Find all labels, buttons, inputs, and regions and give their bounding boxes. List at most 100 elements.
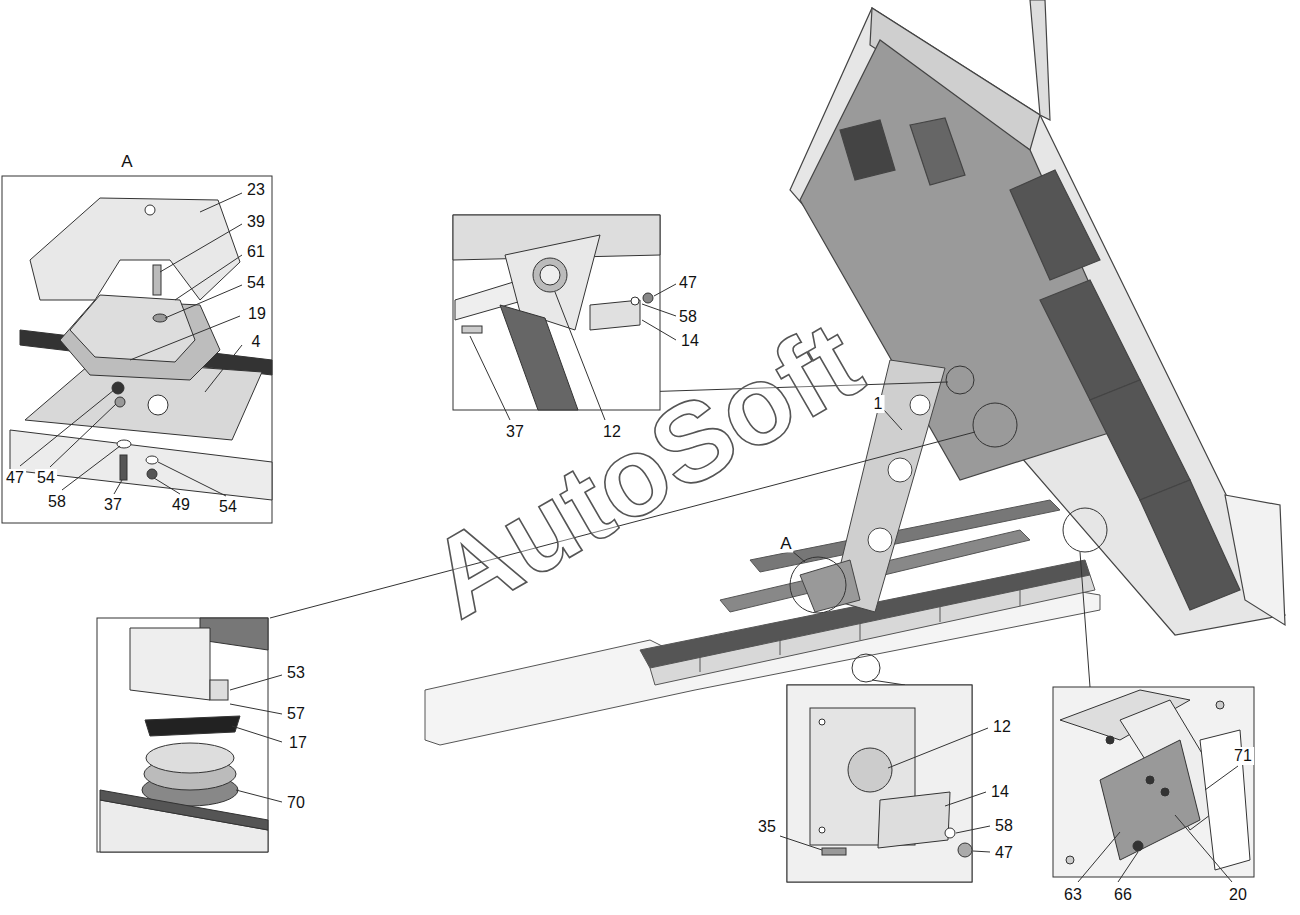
leader-lines <box>20 193 242 496</box>
inset-pin-part <box>945 828 955 838</box>
detail-circles-part <box>1063 508 1107 552</box>
detail-circles-part <box>973 403 1017 447</box>
leader-lines-part <box>1205 766 1238 790</box>
leader-lines-part <box>130 316 240 360</box>
leader-lines-part <box>1078 832 1120 882</box>
inset-a-part <box>115 397 125 407</box>
leader-lines-part <box>642 320 676 340</box>
leader-lines-part <box>1118 852 1138 882</box>
inset-pin-part <box>819 719 825 725</box>
detail-circles-part <box>852 654 880 682</box>
inset-pad-part <box>130 628 210 700</box>
callout-number: 54 <box>35 469 57 487</box>
watermark: AutoSoft <box>410 301 880 638</box>
inset-hinge-part <box>462 326 482 333</box>
dump-body-part <box>1040 280 1140 400</box>
lift-arm-part <box>800 560 860 612</box>
inset-rear-part <box>1216 701 1224 709</box>
callout-number: 66 <box>1112 886 1134 904</box>
dump-body-part <box>1030 0 1050 120</box>
callout-number: A <box>778 534 793 553</box>
callout-number: 47 <box>4 469 26 487</box>
inset-a-part <box>153 265 161 295</box>
detail-circles-part <box>946 366 974 394</box>
leader-lines-part <box>175 255 242 300</box>
callout-number: 49 <box>170 496 192 514</box>
inset-hinge-part <box>540 265 560 285</box>
callout-number: 61 <box>245 243 267 261</box>
inset-pad-part <box>145 716 240 736</box>
callout-number: 19 <box>246 305 268 323</box>
callout-number: 37 <box>102 496 124 514</box>
callout-number: 14 <box>989 783 1011 801</box>
inset-a-part <box>153 314 167 322</box>
inset-a-part <box>30 198 240 300</box>
callout-number: 58 <box>46 493 68 511</box>
leader-lines-part <box>956 826 990 833</box>
inset-a-part <box>112 382 124 394</box>
inset-rear-part <box>1100 740 1200 860</box>
callout-number: 37 <box>504 423 526 441</box>
dump-body-part <box>840 120 895 180</box>
leader-lines <box>1078 766 1238 882</box>
leader-lines-part <box>1175 815 1232 882</box>
leader-lines-part <box>642 304 676 316</box>
inset-hinge-part <box>643 293 653 303</box>
leader-lines-part <box>160 224 242 272</box>
callout-number: 47 <box>677 274 699 292</box>
leader-lines-part <box>654 284 676 296</box>
inset-pad-part <box>210 680 228 700</box>
leader-lines-part <box>158 462 226 496</box>
inset-rear <box>1053 687 1254 877</box>
inset-rear-part <box>1133 841 1143 851</box>
inset-rear-part <box>1053 687 1254 877</box>
callout-number: 58 <box>677 308 699 326</box>
chassis-frame-part <box>700 655 701 672</box>
leader-lines-part <box>236 790 282 802</box>
inset-pin-part <box>848 748 892 792</box>
callout-number: 54 <box>245 274 267 292</box>
inset-pin-part <box>787 685 972 882</box>
leader-lines <box>230 675 282 802</box>
inset-a-part <box>120 455 127 480</box>
inset-rear-part <box>1066 856 1074 864</box>
leader-lines-part <box>973 851 990 852</box>
leader-lines-part <box>230 675 282 690</box>
leader-lines-part <box>884 410 902 430</box>
inset-hinge-part <box>533 258 567 292</box>
leader-lines-part <box>20 390 114 466</box>
inset-hinge-part <box>453 215 660 410</box>
lift-arm-part <box>868 528 892 552</box>
inset-pin-part <box>958 843 972 857</box>
inset-pad <box>97 618 268 852</box>
leader-lines-part <box>154 478 180 494</box>
inset-pin <box>787 685 972 882</box>
inset-a-part <box>148 395 168 415</box>
inset-pin-part <box>819 827 825 833</box>
inset-pad-part <box>97 618 268 852</box>
leader-lines-part <box>232 726 282 742</box>
callout-number: 47 <box>993 844 1015 862</box>
leader-lines <box>780 728 990 852</box>
leader-lines-part <box>470 336 510 420</box>
dump-body-part <box>1225 495 1285 625</box>
dump-body-part <box>790 8 1285 635</box>
callout-number: 39 <box>245 213 267 231</box>
callout-number: 23 <box>245 181 267 199</box>
chassis-frame-part <box>1020 588 1021 606</box>
callout-number: 12 <box>991 718 1013 736</box>
lift-arm-part <box>888 458 912 482</box>
dump-body-part <box>1010 170 1100 280</box>
leader-lines-part <box>888 728 988 768</box>
callout-number: 4 <box>250 333 263 351</box>
callout-number: 57 <box>285 705 307 723</box>
dump-body-part <box>1090 380 1190 500</box>
leader-lines-part <box>555 292 605 420</box>
inset-a-part <box>146 456 158 464</box>
connector-lines-part <box>1080 552 1090 687</box>
inset-pin-part <box>787 685 972 882</box>
callout-number: 17 <box>287 734 309 752</box>
leader-lines-part <box>165 285 242 318</box>
inset-pad-part <box>146 743 234 773</box>
callout-number: 54 <box>217 498 239 516</box>
